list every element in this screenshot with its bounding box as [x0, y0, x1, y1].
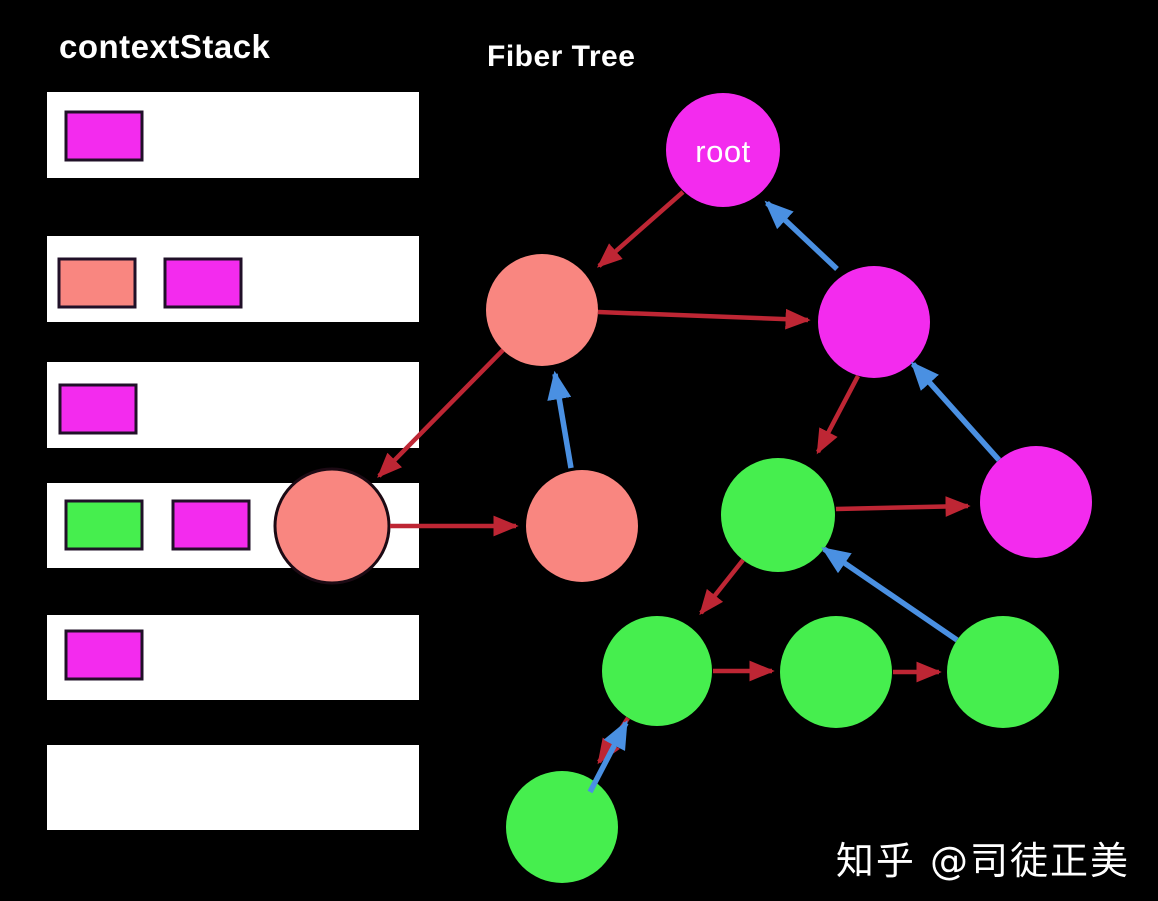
stack-item-salmon — [57, 257, 137, 309]
tree-node-layer — [486, 93, 1092, 883]
tree-node-leaf-2 — [780, 616, 892, 728]
tree-node-host-left — [486, 254, 598, 366]
tree-node-leaf-3 — [947, 616, 1059, 728]
tree-node-child-salmon — [526, 470, 638, 582]
tree-node-leaf-bottom — [506, 771, 618, 883]
arrow-host-left-to-stack-circle — [377, 348, 505, 478]
arrow-leaf-3-return-child-green — [821, 546, 959, 643]
arrow-leaf-bottom-return-leaf-1 — [587, 720, 629, 794]
watermark: 知乎 @司徒正美 — [835, 839, 1130, 883]
stack-frame — [47, 745, 419, 830]
tree-node-host-right — [818, 266, 930, 378]
fiber-tree-title: Fiber Tree — [487, 40, 636, 73]
stack-item-magenta — [171, 499, 251, 551]
tree-node-sib-magenta — [980, 446, 1092, 558]
arrow-child-green-to-sib-magenta — [835, 496, 971, 517]
arrow-layer — [377, 190, 1002, 794]
tree-node-child-green — [721, 458, 835, 572]
stack-overlay-node — [273, 467, 391, 585]
root-node-label: root — [695, 134, 751, 169]
arrow-child-green-to-leaf-1 — [699, 558, 745, 616]
arrow-host-right-return-root — [764, 200, 839, 272]
context-stack-title: contextStack — [59, 28, 271, 65]
context-stack-layer — [47, 92, 419, 830]
stack-item-magenta — [64, 629, 144, 681]
stack-item-magenta — [64, 110, 144, 162]
arrow-sib-return-host-right — [910, 361, 1002, 462]
arrow-host-left-to-host-right — [597, 308, 811, 330]
stack-item-green — [64, 499, 144, 551]
arrow-child-return-host-left — [547, 370, 574, 469]
tree-node-root — [666, 93, 780, 207]
arrow-host-right-to-child-green — [816, 374, 860, 455]
arrow-root-to-host-left — [596, 190, 685, 268]
tree-node-leaf-1 — [602, 616, 712, 726]
stack-item-magenta — [163, 257, 243, 309]
stack-item-magenta — [58, 383, 138, 435]
